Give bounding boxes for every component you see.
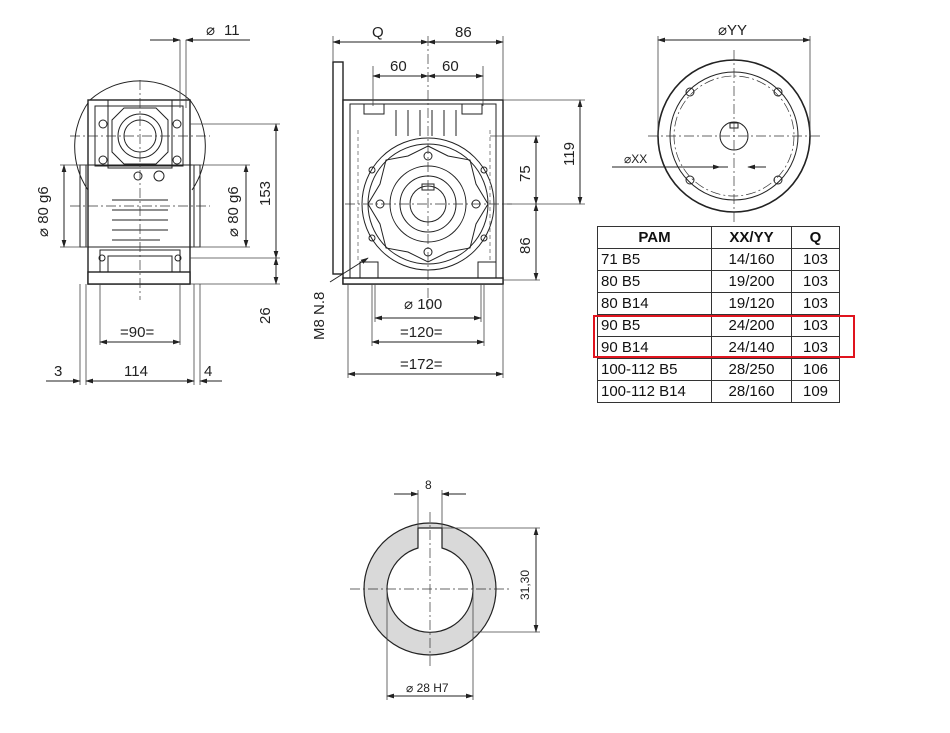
dim-90: =90= [120, 324, 154, 341]
cell-pam: 80 B14 [597, 292, 712, 315]
cell-pam: 90 B5 [597, 314, 712, 337]
cell-q: 103 [791, 314, 840, 337]
cell-pam: 71 B5 [597, 248, 712, 271]
dim-172: =172= [400, 356, 443, 373]
dim-dia-xx: ⌀XX [624, 152, 647, 166]
dim-86-top: 86 [455, 24, 472, 41]
table-row: 71 B5 14/160 103 [597, 248, 840, 271]
dim-q: Q [372, 24, 384, 41]
front-view-labels: Q 86 60 60 119 75 86 M8 N.8 ⌀ 100 =120= … [311, 24, 578, 373]
cell-q: 103 [791, 270, 840, 293]
dim-60-left: 60 [390, 58, 407, 75]
side-view [46, 37, 280, 385]
dim-key-height: 31,30 [518, 570, 532, 600]
cell-xx-yy: 24/200 [711, 314, 792, 337]
dim-119: 119 [561, 142, 578, 166]
bore-detail [350, 490, 540, 700]
cell-pam: 80 B5 [597, 270, 712, 293]
cell-xx-yy: 28/250 [711, 358, 792, 381]
cell-q: 106 [791, 358, 840, 381]
dim-dia-yy: ⌀YY [718, 22, 747, 39]
dim-dia-80-left: ⌀ 80 g6 [35, 186, 52, 237]
cell-xx-yy: 28/160 [711, 380, 792, 403]
header-xx-yy: XX/YY [711, 226, 792, 249]
dim-dia-11-symbol: ⌀ [206, 22, 215, 39]
cell-pam: 90 B14 [597, 336, 712, 359]
table-header-row: PAM XX/YY Q [597, 226, 840, 249]
pam-table: PAM XX/YY Q 71 B5 14/160 103 80 B5 19/20… [597, 226, 840, 403]
cell-xx-yy: 19/120 [711, 292, 792, 315]
header-q: Q [791, 226, 840, 249]
flange-view [612, 36, 820, 222]
cell-q: 103 [791, 248, 840, 271]
table-row: 90 B5 24/200 103 [597, 314, 840, 337]
dim-key-width: 8 [425, 478, 432, 492]
table-row: 90 B14 24/140 103 [597, 336, 840, 359]
dim-dia-11: 11 [224, 22, 240, 39]
table-row: 80 B14 19/120 103 [597, 292, 840, 315]
cell-xx-yy: 19/200 [711, 270, 792, 293]
dim-60-right: 60 [442, 58, 459, 75]
front-view [329, 36, 585, 378]
side-view-labels: ⌀ 11 ⌀ 80 g6 ⌀ 80 g6 153 26 =90= 3 114 4 [35, 22, 274, 380]
table-row: 100-112 B14 28/160 109 [597, 380, 840, 403]
header-pam: PAM [597, 226, 712, 249]
table-row: 80 B5 19/200 103 [597, 270, 840, 293]
dim-dia-80-right: ⌀ 80 g6 [225, 186, 242, 237]
dim-3: 3 [54, 363, 62, 380]
dim-26: 26 [257, 307, 274, 324]
table-row: 100-112 B5 28/250 106 [597, 358, 840, 381]
cell-q: 103 [791, 336, 840, 359]
dim-120: =120= [400, 324, 443, 341]
cell-q: 109 [791, 380, 840, 403]
bore-detail-labels: 8 31,30 ⌀ 28 H7 [406, 478, 532, 695]
dim-4: 4 [204, 363, 212, 380]
dim-153: 153 [257, 181, 274, 206]
dim-114: 114 [124, 363, 148, 380]
dim-75: 75 [517, 165, 534, 182]
cell-pam: 100-112 B5 [597, 358, 712, 381]
dim-86-right: 86 [517, 237, 534, 254]
cell-q: 103 [791, 292, 840, 315]
dim-bore-dia: ⌀ 28 H7 [406, 681, 449, 695]
flange-view-labels: ⌀YY ⌀XX [624, 22, 747, 166]
dim-dia-100: ⌀ 100 [404, 296, 442, 313]
cell-xx-yy: 14/160 [711, 248, 792, 271]
cell-xx-yy: 24/140 [711, 336, 792, 359]
cell-pam: 100-112 B14 [597, 380, 712, 403]
thread-callout: M8 N.8 [311, 292, 328, 340]
